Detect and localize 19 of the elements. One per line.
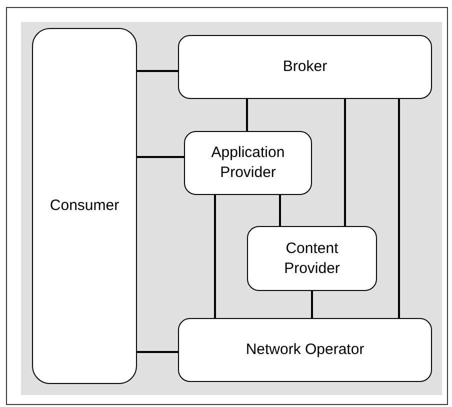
rounded-box	[184, 131, 312, 195]
connector-line	[279, 195, 281, 226]
connector-line	[137, 70, 178, 72]
rounded-box	[247, 226, 377, 291]
rounded-box	[178, 318, 432, 382]
rounded-box	[32, 28, 137, 384]
connector-line	[137, 156, 184, 158]
connector-line	[246, 99, 248, 131]
connector-line	[398, 99, 400, 318]
node-label: Broker	[282, 57, 328, 77]
connector-line	[311, 291, 313, 318]
rounded-box	[178, 35, 432, 99]
node-label: Application Provider	[210, 143, 286, 183]
node-label: Network Operator	[244, 340, 366, 360]
node-label: Consumer	[48, 196, 120, 216]
node-label: Content Provider	[283, 238, 341, 278]
connector-line	[344, 99, 346, 226]
connector-line	[137, 351, 178, 353]
connector-line	[214, 195, 216, 318]
